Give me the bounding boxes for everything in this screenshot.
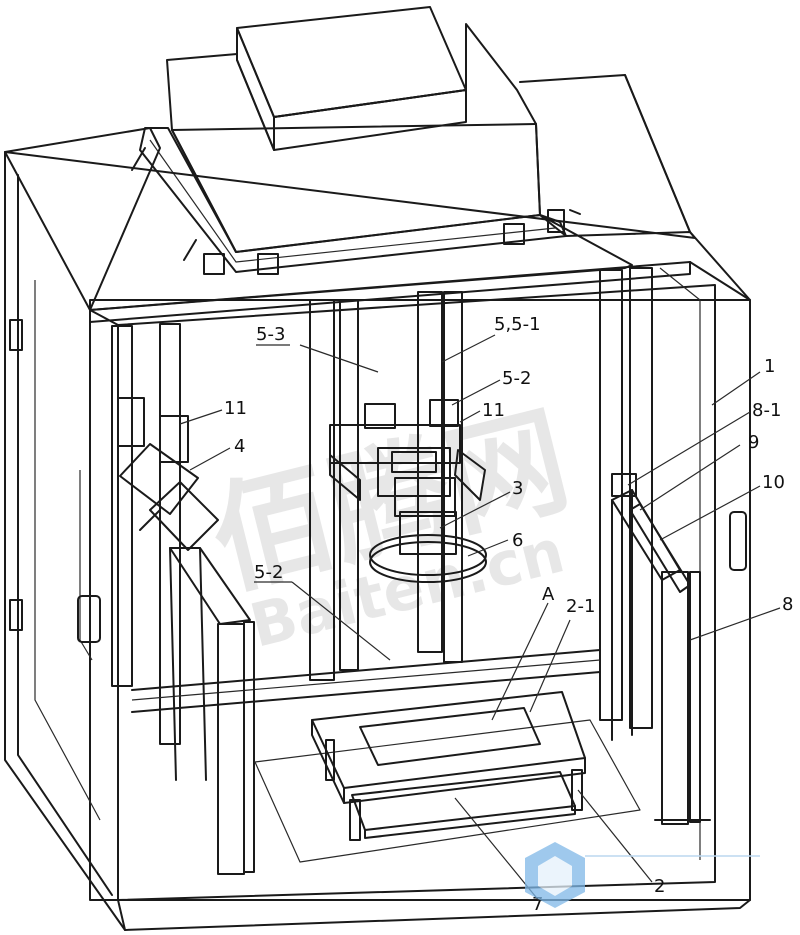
label-3: 3	[512, 478, 523, 499]
label-11-left: 11	[224, 398, 247, 419]
top-hood	[131, 6, 581, 275]
label-7: 7	[532, 894, 543, 915]
right-column	[611, 473, 711, 825]
watermark-badge-icon	[525, 842, 760, 908]
label-8: 8	[782, 594, 793, 615]
label-11-right: 11	[482, 400, 505, 421]
label-5-2-top: 5-2	[502, 368, 531, 389]
label-4: 4	[234, 436, 245, 457]
label-1: 1	[764, 356, 775, 377]
side-camera	[117, 397, 219, 551]
label-2-1: 2-1	[566, 596, 595, 617]
main-frame	[4, 74, 751, 931]
label-A: A	[542, 584, 555, 605]
label-9: 9	[748, 432, 759, 453]
label-5-5-1: 5,5-1	[494, 314, 541, 335]
label-8-1: 8-1	[752, 400, 781, 421]
watermark: 佰腾网 Baiten.cn	[199, 391, 582, 662]
inspection-table	[254, 691, 641, 863]
left-column	[169, 547, 255, 875]
label-5-3: 5-3	[256, 324, 285, 345]
label-5-2-bottom: 5-2	[254, 562, 283, 583]
camera-carriage	[329, 399, 487, 583]
label-6: 6	[512, 530, 523, 551]
label-10: 10	[762, 472, 785, 493]
callout-labels: 1 8-1 9 10 8 5-3 5,5-1 5-2 11 11 4 3 6 5…	[224, 314, 793, 915]
label-2: 2	[654, 876, 665, 897]
